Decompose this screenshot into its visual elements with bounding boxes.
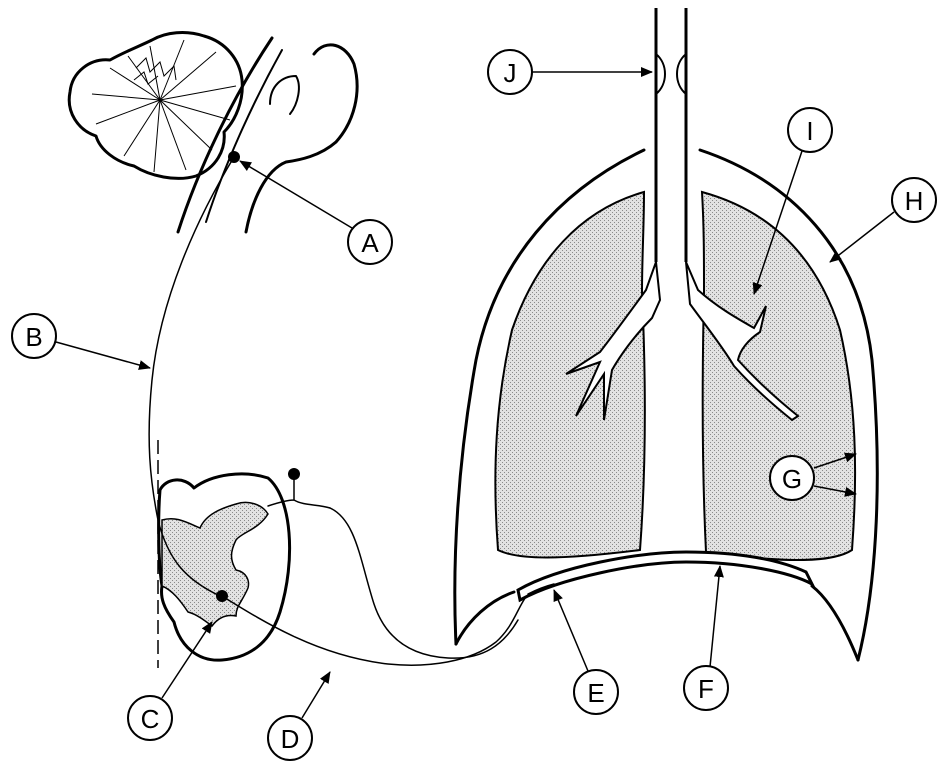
spinal-cord [158, 440, 330, 668]
arrow-C [162, 622, 212, 698]
pons-inner-fold [270, 76, 299, 114]
dorsal-root-line [268, 480, 330, 508]
airway [656, 8, 686, 262]
svg-text:H: H [905, 186, 924, 216]
svg-text:D: D [281, 724, 300, 754]
arrow-F [710, 566, 720, 667]
label-B: B [12, 314, 56, 358]
left-lung [495, 192, 644, 558]
svg-text:B: B [25, 322, 42, 352]
brain [69, 33, 357, 232]
label-I: I [788, 108, 832, 152]
label-J: J [488, 50, 532, 94]
label-G: G [770, 456, 814, 500]
svg-text:A: A [361, 228, 379, 258]
pons [246, 45, 357, 232]
diaphragm [518, 552, 812, 600]
arrow-D [302, 672, 330, 718]
label-A: A [348, 220, 392, 264]
nerve-pathways [149, 157, 528, 665]
arrow-E [554, 590, 588, 671]
svg-text:C: C [141, 704, 160, 734]
dorsal-root-ganglion-dot [288, 468, 300, 480]
label-C: C [128, 696, 172, 740]
chest-wall-right-inner [812, 586, 858, 660]
label-E: E [574, 670, 618, 714]
svg-text:E: E [587, 678, 604, 708]
label-D: D [268, 716, 312, 760]
svg-text:I: I [806, 116, 813, 146]
label-F: F [684, 666, 728, 710]
label-H: H [892, 178, 936, 222]
svg-text:G: G [782, 464, 802, 494]
svg-text:F: F [698, 674, 714, 704]
arrow-H [830, 212, 894, 262]
svg-text:J: J [504, 58, 517, 88]
thorax [455, 150, 877, 660]
cerebellum-folia [92, 40, 236, 172]
sensory-afferent-nerve [330, 508, 518, 658]
arrow-B [56, 342, 150, 368]
